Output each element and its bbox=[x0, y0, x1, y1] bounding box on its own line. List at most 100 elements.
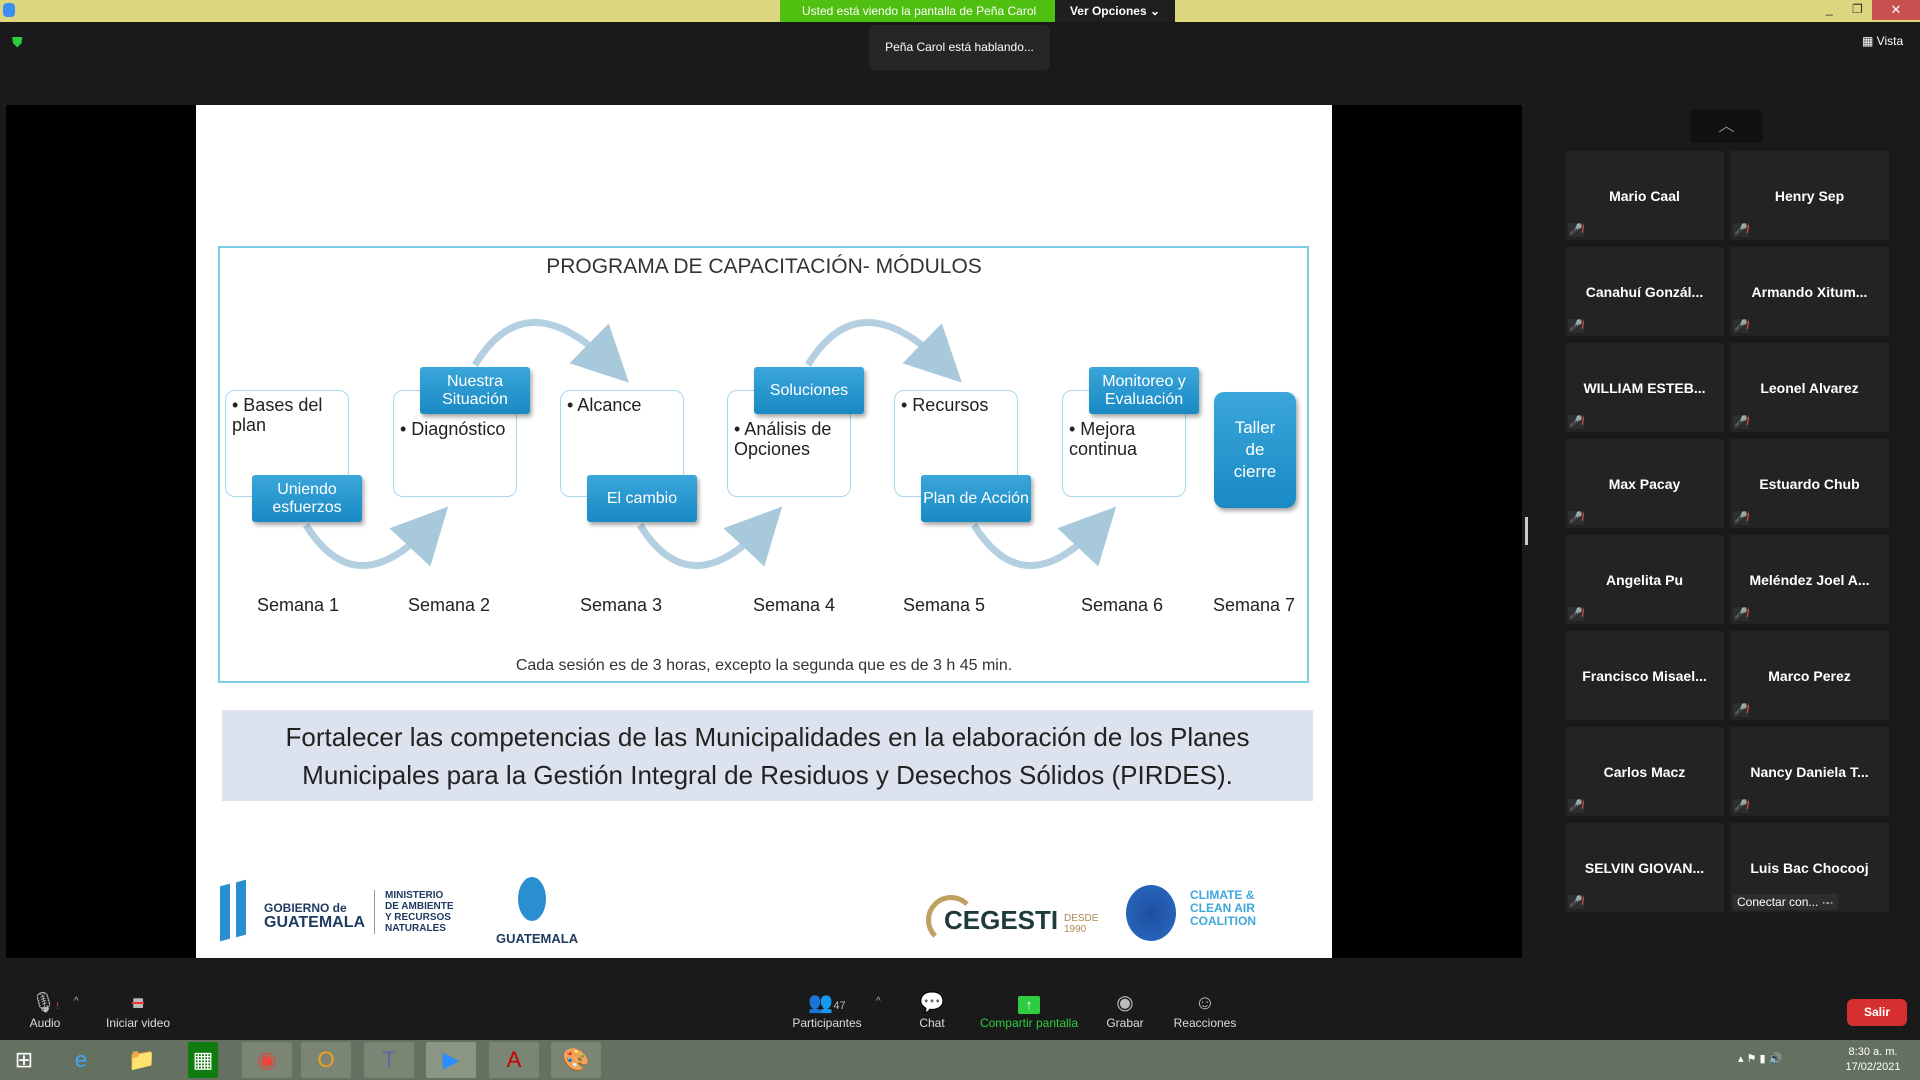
record-icon: ◉ bbox=[1116, 992, 1134, 1014]
participant-name: Henry Sep bbox=[1774, 187, 1845, 204]
session-note: Cada sesión es de 3 horas, excepto la se… bbox=[515, 657, 1013, 674]
bicentennial-emblem bbox=[518, 877, 546, 921]
arrow-5 bbox=[971, 506, 1117, 569]
modules-frame bbox=[218, 246, 1309, 683]
teams-icon[interactable]: T bbox=[364, 1042, 414, 1078]
tray-icons[interactable]: ▴ ⚑ ▮ 🔊 bbox=[1738, 1053, 1783, 1065]
participant-tile[interactable]: Meléndez Joel A... 🎤̸ bbox=[1730, 535, 1889, 624]
week-label: Semana 7 bbox=[1212, 595, 1296, 615]
sharing-banner: Usted está viendo la pantalla de Peña Ca… bbox=[780, 0, 1055, 22]
muted-mic-icon: 🎤̸ bbox=[1733, 607, 1749, 621]
view-options-button[interactable]: Ver Opciones ⌄ bbox=[1055, 0, 1175, 22]
final-module: Taller de cierre bbox=[1214, 392, 1296, 508]
participant-name: Estuardo Chub bbox=[1759, 475, 1860, 492]
participant-name: Carlos Macz bbox=[1603, 763, 1686, 780]
participant-name: Angelita Pu bbox=[1605, 571, 1683, 588]
connecting-status: Conectar con... ·-· bbox=[1733, 894, 1838, 910]
arrow-2 bbox=[472, 319, 629, 383]
participant-name: Armando Xitum... bbox=[1751, 283, 1868, 300]
participant-tile[interactable]: Francisco Misael... bbox=[1565, 631, 1724, 720]
participant-tile[interactable]: Canahuí Gonzál...🎤̸ bbox=[1565, 247, 1724, 336]
reactions-icon: ☺ bbox=[1194, 992, 1216, 1014]
cegesti-since: DESDE 1990 bbox=[1064, 913, 1099, 935]
arrow-4 bbox=[805, 319, 962, 383]
minimize-button[interactable]: _ bbox=[1826, 2, 1833, 16]
participant-name: WILLIAM ESTEB... bbox=[1583, 379, 1706, 396]
close-button[interactable]: ✕ bbox=[1872, 0, 1920, 20]
paint-icon[interactable]: 🎨 bbox=[551, 1042, 601, 1078]
participant-tile[interactable]: Nancy Daniela T... 🎤̸ bbox=[1730, 727, 1889, 816]
objective-banner: Fortalecer las competencias de las Munic… bbox=[222, 710, 1313, 801]
module-label-2: Nuestra Situación bbox=[420, 367, 530, 414]
module-label-1: Uniendo esfuerzos bbox=[252, 475, 362, 522]
chat-button[interactable]: 💬Chat bbox=[882, 990, 982, 1030]
shield-icon[interactable]: ⛊ bbox=[12, 34, 23, 50]
audio-options-chevron[interactable]: ^ bbox=[74, 996, 79, 1007]
muted-mic-icon: 🎤̸ bbox=[1733, 799, 1749, 813]
panel-resize-handle[interactable] bbox=[1525, 517, 1528, 545]
week-label: Semana 5 bbox=[902, 595, 986, 615]
participant-name: Marco Perez bbox=[1768, 667, 1851, 684]
participant-name: Nancy Daniela T... bbox=[1750, 763, 1869, 780]
slide-title: PROGRAMA DE CAPACITACIÓN- MÓDULOS bbox=[546, 255, 982, 278]
excel-icon[interactable]: ▦ bbox=[188, 1042, 218, 1078]
outlook-icon[interactable]: O bbox=[301, 1042, 351, 1078]
chat-icon: 💬 bbox=[919, 992, 945, 1014]
participant-tile[interactable]: Marco Perez 🎤̸ bbox=[1730, 631, 1889, 720]
video-off-icon: ■ bbox=[131, 992, 145, 1014]
participant-tile[interactable]: Henry Sep 🎤̸ bbox=[1730, 151, 1889, 240]
week-label: Semana 1 bbox=[256, 595, 340, 615]
participant-tile[interactable]: Mario Caal 🎤̸ bbox=[1565, 151, 1724, 240]
scroll-up-button[interactable]: ︿ bbox=[1690, 110, 1763, 143]
muted-mic-icon: 🎤̸ bbox=[1568, 511, 1584, 525]
participant-name: Max Pacay bbox=[1608, 475, 1681, 492]
participants-icon: 👥47 bbox=[808, 992, 846, 1014]
participant-tile[interactable]: WILLIAM ESTEB...🎤̸ bbox=[1565, 343, 1724, 432]
muted-mic-icon: 🎤̸ bbox=[1733, 415, 1749, 429]
view-button[interactable]: ▦ Vista bbox=[1862, 34, 1904, 48]
participants-options-chevron[interactable]: ^ bbox=[876, 996, 881, 1007]
start-video-button[interactable]: ■Iniciar video bbox=[88, 990, 188, 1030]
muted-mic-icon: 🎤̸ bbox=[1733, 223, 1749, 237]
participant-tile[interactable]: Armando Xitum...🎤̸ bbox=[1730, 247, 1889, 336]
audio-button[interactable]: 🎙!Audio bbox=[0, 990, 95, 1030]
participant-name: Mario Caal bbox=[1609, 187, 1680, 204]
bicentennial-logo: GUATEMALA bbox=[496, 931, 579, 946]
module-label-4: Soluciones bbox=[754, 367, 864, 414]
chrome-icon[interactable]: ◉ bbox=[242, 1042, 292, 1078]
muted-mic-icon: 🎤̸ bbox=[1568, 799, 1584, 813]
participant-name: Canahuí Gonzál... bbox=[1585, 283, 1704, 300]
internet-explorer-icon[interactable]: e bbox=[74, 1047, 88, 1072]
muted-mic-icon: 🎤̸ bbox=[1733, 703, 1749, 717]
module-label-3: El cambio bbox=[587, 475, 697, 522]
muted-mic-icon: 🎤̸ bbox=[1568, 223, 1584, 237]
participant-tile[interactable]: Max Pacay 🎤̸ bbox=[1565, 439, 1724, 528]
participant-tile[interactable]: Angelita Pu🎤̸ bbox=[1565, 535, 1724, 624]
arrows bbox=[303, 319, 1117, 569]
participant-tile[interactable]: SELVIN GIOVAN...🎤̸ bbox=[1565, 823, 1724, 912]
week-label: Semana 2 bbox=[407, 595, 491, 615]
participant-tile[interactable]: Carlos Macz 🎤̸ bbox=[1565, 727, 1724, 816]
week-label: Semana 4 bbox=[752, 595, 836, 615]
share-screen-button[interactable]: ↑Compartir pantalla bbox=[979, 990, 1079, 1030]
module-label-6: Monitoreo y Evaluación bbox=[1089, 367, 1199, 414]
reactions-button[interactable]: ☺Reacciones bbox=[1155, 990, 1255, 1030]
arrow-1 bbox=[303, 506, 449, 569]
leave-button[interactable]: Salir bbox=[1847, 999, 1907, 1026]
participant-name: Meléndez Joel A... bbox=[1749, 571, 1870, 588]
zoom-taskbar-icon[interactable]: ▶ bbox=[426, 1042, 476, 1078]
restore-button[interactable]: ❐ bbox=[1852, 2, 1863, 16]
clock[interactable]: 8:30 a. m.17/02/2021 bbox=[1845, 1046, 1901, 1073]
ccac-logo: CLIMATE & CLEAN AIR COALITION bbox=[1190, 888, 1256, 928]
microphone-icon: 🎙! bbox=[30, 992, 60, 1014]
cegesti-logo: CEGESTI bbox=[944, 905, 1059, 935]
arrow-3 bbox=[637, 506, 783, 569]
record-button[interactable]: ◉Grabar bbox=[1075, 990, 1175, 1030]
participant-tile[interactable]: Estuardo Chub🎤̸ bbox=[1730, 439, 1889, 528]
participant-tile[interactable]: Leonel Alvarez🎤̸ bbox=[1730, 343, 1889, 432]
start-button[interactable]: ⊞ bbox=[14, 1047, 34, 1072]
acrobat-icon[interactable]: A bbox=[489, 1042, 539, 1078]
file-explorer-icon[interactable]: 📁 bbox=[128, 1047, 156, 1072]
